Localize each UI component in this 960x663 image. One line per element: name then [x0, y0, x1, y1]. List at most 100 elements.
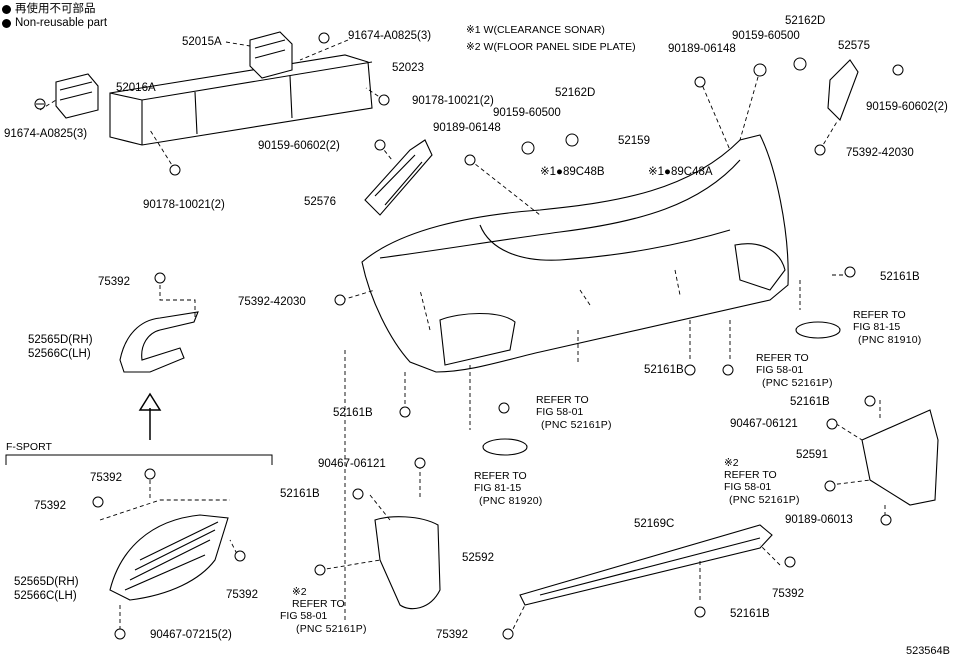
retainer-52575	[827, 59, 859, 121]
reflector-81910	[795, 321, 841, 339]
fastener-icon	[694, 76, 706, 88]
part-label: 90159-60500	[493, 107, 561, 119]
bracket-52015A	[249, 31, 293, 79]
section-label-fsport: F-SPORT	[6, 441, 52, 453]
part-label: 52159	[618, 135, 650, 147]
fastener-icon	[864, 395, 876, 407]
fastener-icon	[814, 144, 826, 156]
part-label: 52161B	[644, 364, 684, 376]
refer-text: REFER TO	[853, 309, 906, 321]
reflector-81920	[482, 438, 528, 456]
refer-text: FIG 58-01	[536, 406, 584, 418]
note-2: ※2 W(FLOOR PANEL SIDE PLATE)	[466, 41, 636, 53]
refer-text: FIG 58-01	[724, 481, 772, 493]
fastener-icon	[521, 141, 535, 155]
dot-icon	[2, 18, 11, 28]
part-label: 90178-10021(2)	[412, 95, 494, 107]
part-label: 52015A	[182, 36, 222, 48]
fastener-icon	[844, 266, 856, 278]
fastener-icon	[334, 294, 346, 306]
legend-row: 再使用不可部品	[2, 2, 107, 16]
part-label: 75392	[436, 629, 468, 641]
fastener-icon	[502, 628, 514, 640]
fastener-icon	[694, 606, 706, 618]
part-label: 52162D	[785, 15, 826, 27]
refer-text: ※2	[724, 457, 739, 469]
fastener-icon	[793, 57, 807, 71]
refer-text: FIG 81-15	[853, 321, 901, 333]
bumper-cover-52159	[361, 134, 789, 373]
part-label: 52565D(RH)	[28, 334, 93, 346]
refer-text: REFER TO	[756, 352, 809, 364]
dot-icon	[2, 4, 11, 14]
fastener-icon	[684, 364, 696, 376]
fastener-icon	[880, 514, 892, 526]
part-label: 90159-60602(2)	[258, 140, 340, 152]
fastener-icon	[314, 564, 326, 576]
part-label: 90189-06148	[433, 122, 501, 134]
fastener-icon	[352, 488, 364, 500]
fastener-icon	[399, 406, 411, 418]
fastener-icon	[234, 550, 246, 562]
legend-text-ja: 再使用不可部品	[15, 3, 96, 15]
fastener-icon	[144, 468, 156, 480]
note-1: ※1 W(CLEARANCE SONAR)	[466, 24, 605, 36]
part-label: 91674-A0825(3)	[4, 128, 88, 140]
fastener-icon	[722, 364, 734, 376]
fastener-icon	[498, 402, 510, 414]
legend-row: Non-reusable part	[2, 16, 107, 30]
part-label: 52161B	[333, 407, 373, 419]
part-label: 75392	[226, 589, 258, 601]
part-label: 52566C(LH)	[28, 348, 91, 360]
legend: 再使用不可部品 Non-reusable part	[2, 2, 107, 30]
part-label: 75392-42030	[846, 147, 914, 159]
fastener-icon	[784, 556, 796, 568]
fastener-icon	[892, 64, 904, 76]
part-label: 52161B	[880, 271, 920, 283]
part-label: ※1●89C48A	[648, 166, 713, 178]
part-label: 90189-06148	[668, 43, 736, 55]
fastener-icon	[169, 164, 181, 176]
refer-text: (PNC 52161P)	[296, 623, 367, 635]
part-label: 52592	[462, 552, 494, 564]
up-arrow	[138, 392, 162, 440]
fastener-icon	[753, 63, 767, 77]
fastener-icon	[374, 139, 386, 151]
fastener-icon	[414, 457, 426, 469]
refer-text: (PNC 81920)	[479, 495, 543, 507]
part-label: 52023	[392, 62, 424, 74]
trim-52565D-upper	[119, 311, 199, 373]
fastener-icon	[114, 628, 126, 640]
part-label: 90178-10021(2)	[143, 199, 225, 211]
refer-text: REFER TO	[536, 394, 589, 406]
part-label: 90467-06121	[318, 458, 386, 470]
part-label: 90467-06121	[730, 418, 798, 430]
refer-text: (PNC 52161P)	[541, 419, 612, 431]
part-label: 52566C(LH)	[14, 590, 77, 602]
fastener-icon	[154, 272, 166, 284]
bracket-52016A	[55, 73, 99, 119]
part-label: 52161B	[730, 608, 770, 620]
fastener-icon	[826, 418, 838, 430]
part-label: 75392	[34, 500, 66, 512]
refer-text: FIG 58-01	[280, 610, 328, 622]
notes: ※1 W(CLEARANCE SONAR) ※2 W(FLOOR PANEL S…	[466, 22, 636, 56]
part-label: ※1●89C48B	[540, 166, 605, 178]
refer-text: ※2	[292, 586, 307, 598]
part-label: 52162D	[555, 87, 596, 99]
fastener-icon	[92, 496, 104, 508]
part-label: 75392	[98, 276, 130, 288]
fastener-icon	[565, 133, 579, 147]
refer-text: (PNC 52161P)	[729, 494, 800, 506]
part-label: 75392-42030	[238, 296, 306, 308]
part-label: 52591	[796, 449, 828, 461]
part-label: 90189-06013	[785, 514, 853, 526]
part-label: 91674-A0825(3)	[348, 30, 432, 42]
part-label: 90159-60500	[732, 30, 800, 42]
fastener-icon	[378, 94, 390, 106]
part-label: 52575	[838, 40, 870, 52]
figure-id: 523564B	[905, 645, 950, 657]
fastener-icon	[34, 98, 46, 110]
refer-text: (PNC 52161P)	[762, 377, 833, 389]
legend-text-en: Non-reusable part	[15, 17, 108, 29]
